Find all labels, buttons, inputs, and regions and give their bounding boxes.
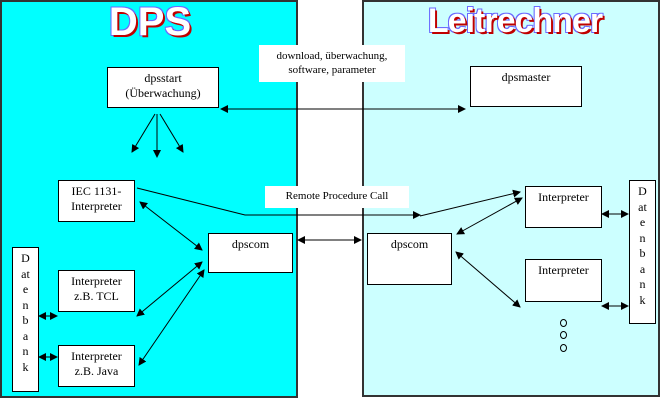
dpscom-left-box: dpscom [208,233,293,273]
dpsmaster-label: dpsmaster [501,70,551,84]
dpsstart-box: dpsstart(Überwachung) [107,67,219,108]
ellipsis-dot [560,344,567,352]
datenbank-left: Datenbank [12,247,39,392]
tcl-label: Interpreter [71,274,122,288]
tcl-sublabel: z.B. TCL [74,289,119,303]
iec-interpreter-box: IEC 1131-Interpreter [58,180,135,222]
download-label-line2: software, parameter [288,64,376,76]
download-label-line1: download, überwachung, [276,50,388,62]
datenbank-right: Datenbank [629,180,656,324]
dpsmaster-box: dpsmaster [470,66,582,107]
dps-title: DPS [108,0,192,44]
datenbank-right-label: Datenbank [638,184,647,307]
dpscom-right-box: dpscom [367,233,452,285]
dpsstart-sublabel: (Überwachung) [125,86,201,100]
interpreter-2-label: Interpreter [538,263,589,277]
ellipsis-dot [560,319,567,327]
interpreter-1-label: Interpreter [538,190,589,204]
dpsstart-label: dpsstart [144,71,182,85]
java-sublabel: z.B. Java [74,364,119,378]
download-label: download, überwachung, software, paramete… [259,45,405,82]
interpreter-2-box: Interpreter [525,259,602,302]
datenbank-left-label: Datenbank [21,251,30,374]
dpscom-right-label: dpscom [390,237,429,251]
dpscom-left-label: dpscom [231,237,270,251]
iec-sublabel: Interpreter [71,199,122,213]
ellipsis-dot [560,331,567,339]
java-label: Interpreter [71,349,122,363]
iec-label: IEC 1131- [71,184,122,198]
rpc-label: Remote Procedure Call [265,186,409,208]
leitrechner-title: Leitrechner [427,2,603,40]
interpreter-1-box: Interpreter [525,186,602,228]
